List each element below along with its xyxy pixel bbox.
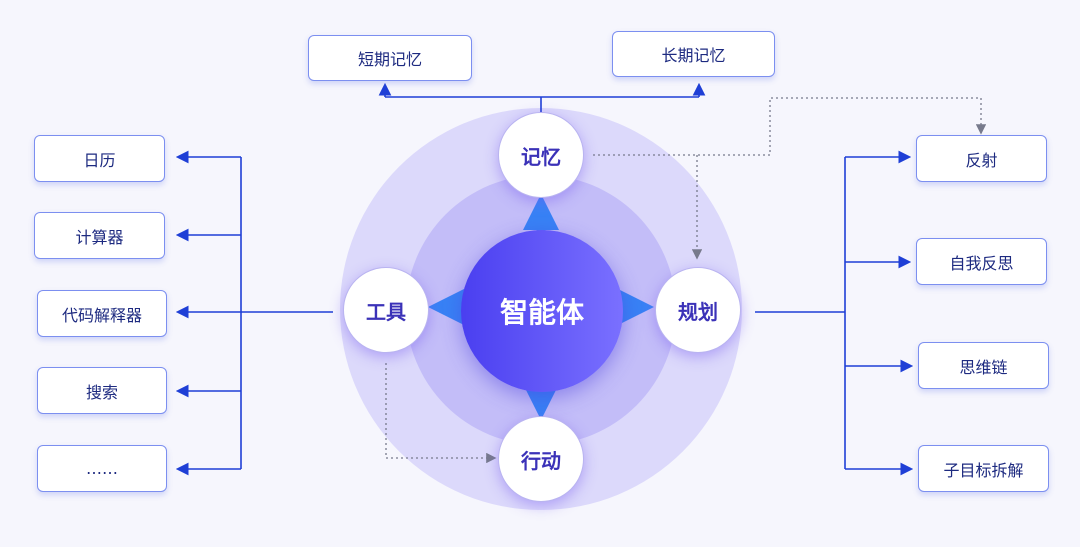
tool-label: 搜索 bbox=[85, 382, 118, 402]
tool-label: 代码解释器 bbox=[61, 305, 142, 325]
planning-node: 规划 bbox=[655, 267, 741, 353]
tool-box-code-interpreter: 代码解释器 bbox=[37, 290, 167, 337]
long-term-memory-box: 长期记忆 bbox=[612, 31, 775, 77]
planning-box-self-critique: 自我反思 bbox=[916, 238, 1047, 285]
memory-node: 记忆 bbox=[498, 112, 584, 198]
long-term-memory-label: 长期记忆 bbox=[661, 46, 726, 65]
tools-label: 工具 bbox=[366, 299, 406, 324]
action-label: 行动 bbox=[521, 448, 561, 473]
planning-item-label: 自我反思 bbox=[949, 253, 1014, 273]
planning-item-label: 子目标拆解 bbox=[943, 460, 1024, 480]
planning-label: 规划 bbox=[678, 299, 718, 324]
tool-label: 日历 bbox=[83, 150, 116, 170]
planning-box-chain-of-thought: 思维链 bbox=[918, 342, 1049, 389]
tool-label: …… bbox=[86, 459, 118, 478]
tool-box-calendar: 日历 bbox=[34, 135, 165, 182]
planning-item-label: 反射 bbox=[965, 150, 998, 170]
short-term-memory-box: 短期记忆 bbox=[308, 35, 472, 81]
planning-box-reflection: 反射 bbox=[916, 135, 1047, 182]
short-term-memory-label: 短期记忆 bbox=[357, 50, 422, 69]
tool-label: 计算器 bbox=[75, 227, 124, 247]
tool-box-search: 搜索 bbox=[37, 367, 167, 414]
agent-core: 智能体 bbox=[461, 230, 623, 392]
memory-label: 记忆 bbox=[521, 144, 561, 169]
planning-item-label: 思维链 bbox=[959, 357, 1008, 377]
agent-label: 智能体 bbox=[499, 296, 584, 329]
action-node: 行动 bbox=[498, 416, 584, 502]
tool-box-calculator: 计算器 bbox=[34, 212, 165, 259]
planning-box-subgoal-decomposition: 子目标拆解 bbox=[918, 445, 1049, 492]
tools-node: 工具 bbox=[343, 267, 429, 353]
tool-box-more: …… bbox=[37, 445, 167, 492]
